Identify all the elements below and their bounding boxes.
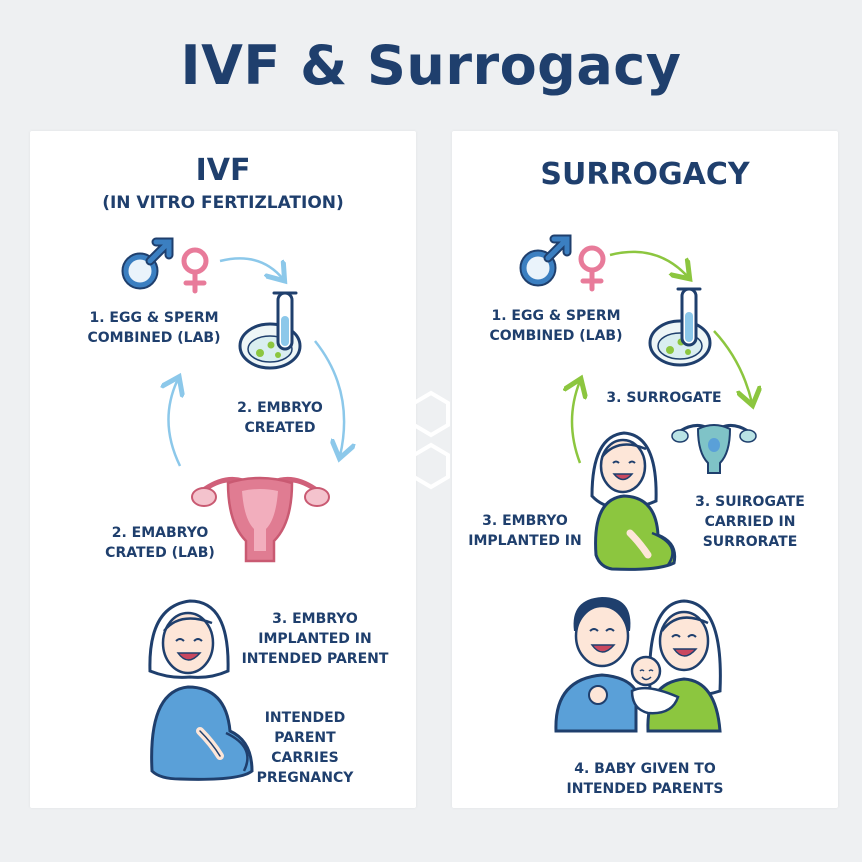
ivf-panel: IVF (IN VITRO FERTIZLATION) (30, 131, 416, 808)
arrow-lab-to-embryo (314, 340, 344, 456)
surrogacy-title: SURROGACY (540, 157, 750, 192)
arrow-loop-up (572, 381, 580, 464)
uterus-icon (191, 476, 330, 563)
pregnant-woman-icon (148, 599, 254, 781)
surrogacy-step-implanted: 3. EMBRYO IMPLANTED IN (468, 513, 582, 549)
parents-with-baby-icon (554, 597, 722, 733)
male-symbol-icon (121, 237, 174, 290)
petri-dish-icon (648, 319, 712, 367)
surrogacy-illustrations (519, 234, 838, 733)
ivf-step-combined: 1. EGG & SPERM COMBINED (LAB) (87, 310, 221, 346)
arrow-to-lab (609, 250, 688, 277)
watermark-hexagon-icon (412, 390, 450, 490)
ivf-step-embryo-created-lab: 2. EMABRYO CRATED (LAB) (105, 525, 215, 561)
uterus-icon (671, 424, 757, 474)
surrogacy-step-combined: 1. EGG & SPERM COMBINED (LAB) (489, 308, 623, 344)
surrogacy-step-baby: 4. BABY GIVEN TO INTENDED PARENTS (566, 761, 724, 797)
test-tube-icon (676, 287, 702, 347)
ivf-step-carries: INTENDED PARENT CARRIES PREGNANCY (256, 710, 354, 786)
surrogacy-panel: SURROGACY (452, 131, 838, 808)
female-symbol-icon (578, 245, 606, 292)
arrow-to-lab (219, 257, 283, 279)
ivf-step-embryo-created: 2. EMBRYO CREATED (237, 400, 323, 436)
male-symbol-icon (519, 234, 572, 287)
surrogacy-step-surrogate: 3. SURROGATE (606, 390, 722, 406)
arrow-loop-up (168, 379, 180, 467)
page-title: IVF & Surrogacy (180, 34, 682, 97)
test-tube-icon (272, 291, 298, 351)
surrogacy-step-carried: 3. SUIROGATE CARRIED IN SURRORATE (695, 494, 805, 550)
arrow-lab-to-surrogate (713, 330, 752, 403)
ivf-step-implanted: 3. EMBRYO IMPLANTED IN INTENDED PARENT (241, 611, 389, 667)
ivf-illustrations (121, 237, 416, 781)
ivf-title: IVF (195, 153, 251, 188)
pregnant-surrogate-icon (590, 431, 677, 571)
ivf-subtitle: (IN VITRO FERTIZLATION) (102, 193, 344, 213)
female-symbol-icon (181, 247, 209, 294)
